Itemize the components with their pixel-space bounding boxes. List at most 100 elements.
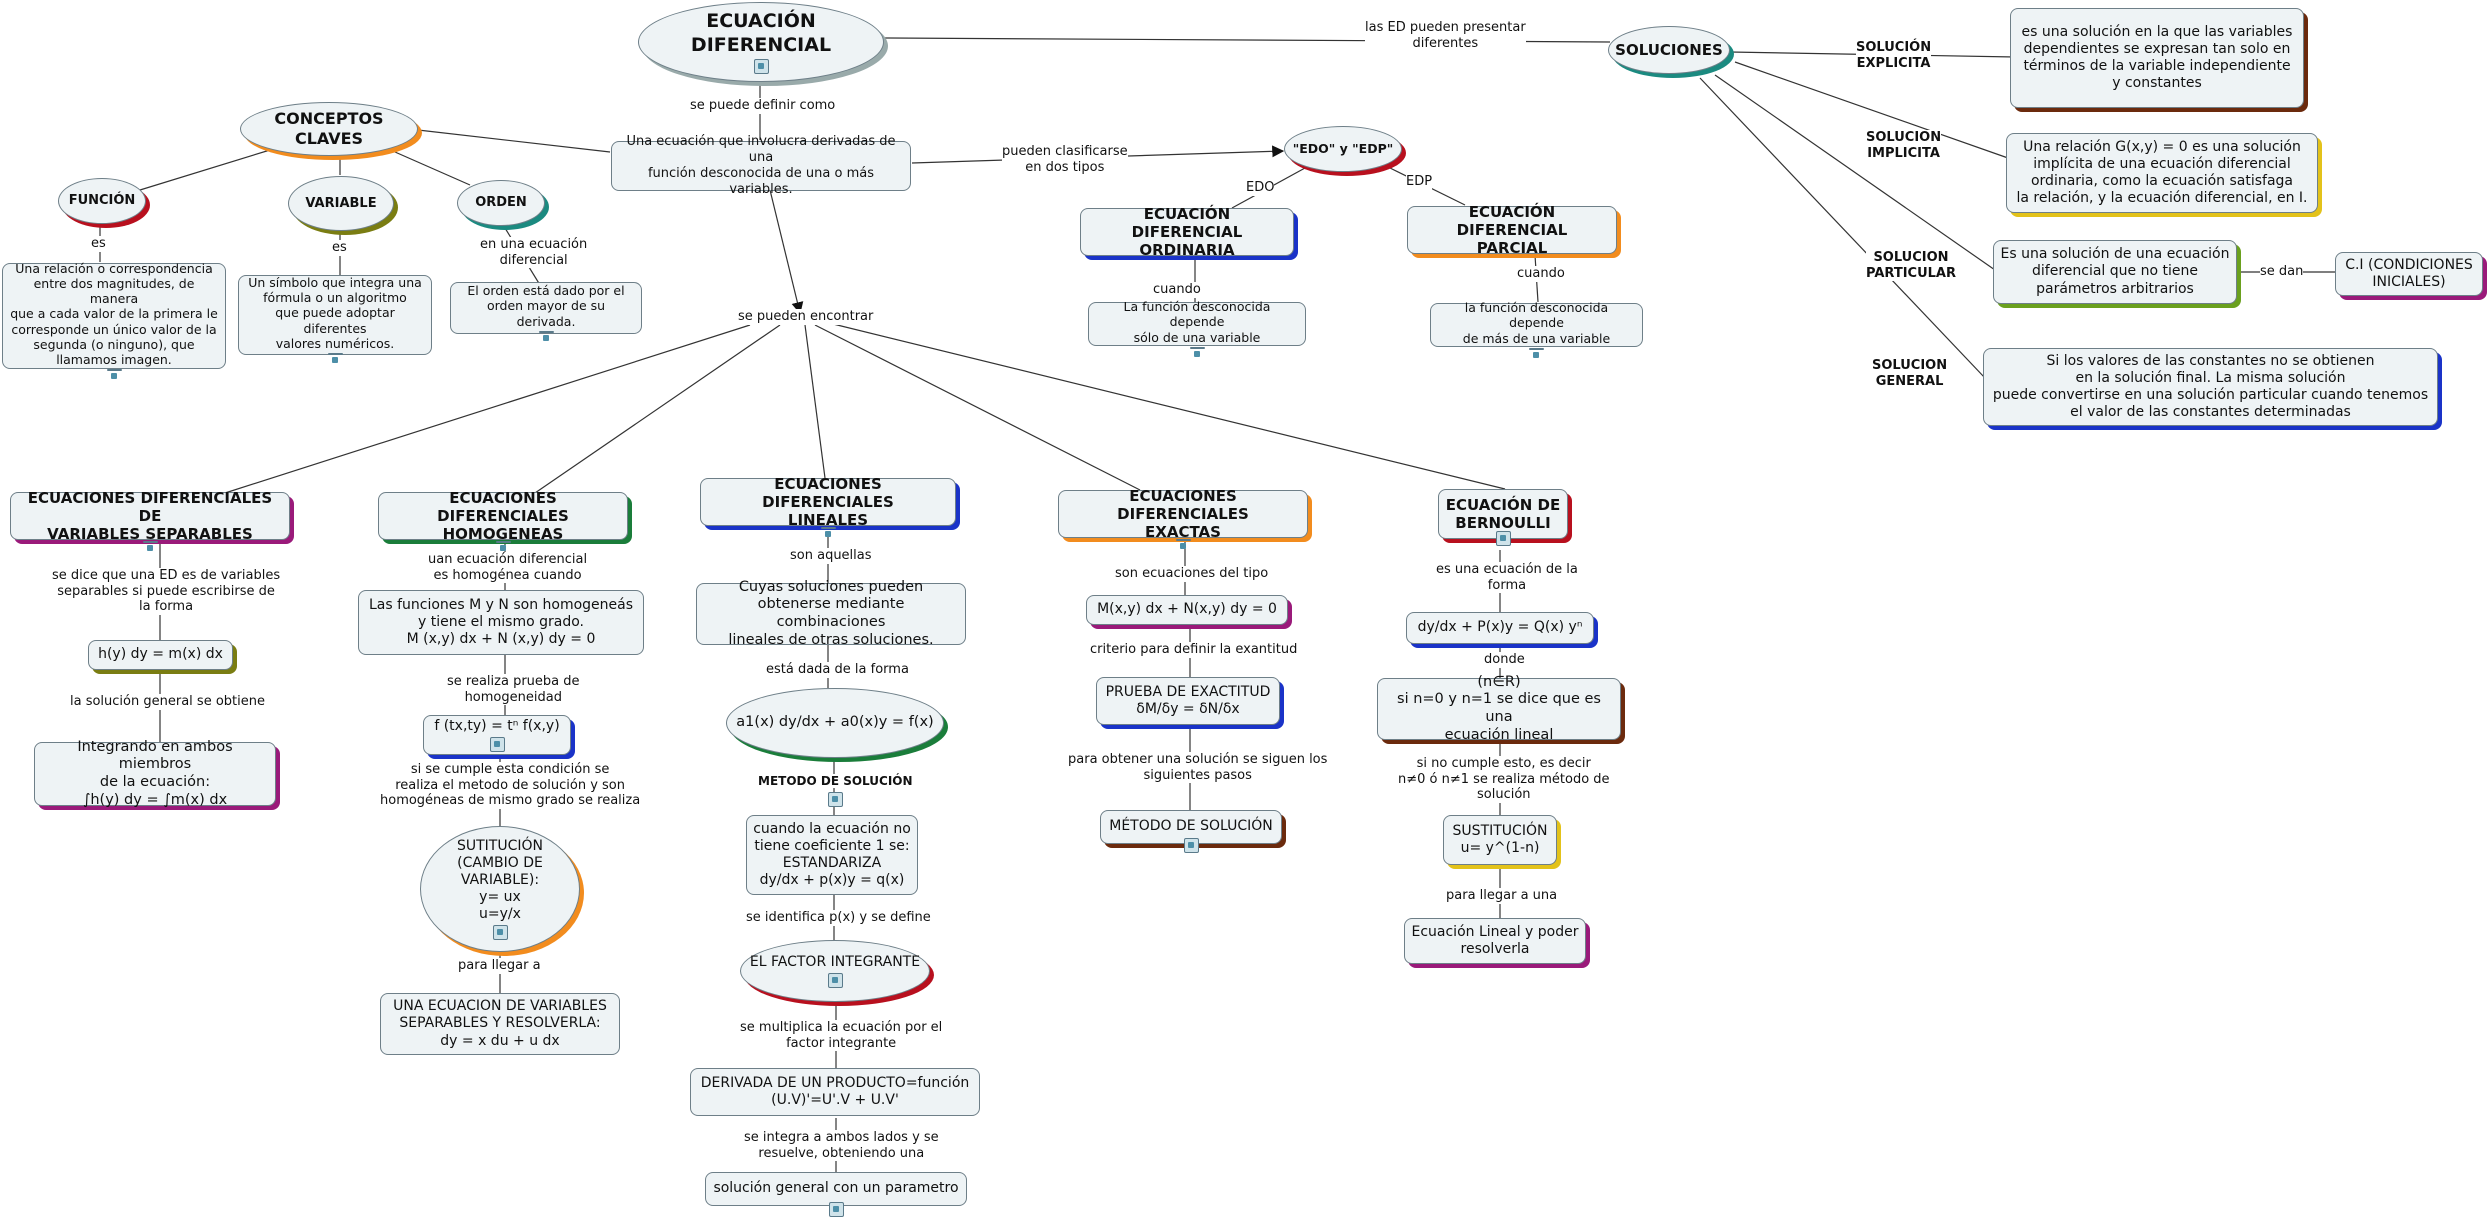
solutions-node[interactable]: SOLUCIONES — [1608, 26, 1730, 74]
function-definition[interactable]: Una relación o correspondencia entre dos… — [2, 261, 226, 380]
exactas-link-2: criterio para definir la exantitud — [1090, 642, 1298, 658]
edo-title: ECUACIÓN DIFERENCIAL ORDINARIA — [1131, 204, 1243, 260]
lineales-derivative[interactable]: DERIVADA DE UN PRODUCTO=función (U.V)'=U… — [690, 1068, 980, 1116]
attachment-icon[interactable] — [753, 58, 769, 74]
attachment-icon[interactable] — [1495, 531, 1511, 546]
link-label-orden: en una ecuación diferencial — [480, 237, 588, 269]
concepts-node[interactable]: CONCEPTOS CLAVES — [240, 102, 418, 156]
variable-title: VARIABLE — [305, 195, 377, 211]
bernoulli-link-4: para llegar a una — [1446, 888, 1558, 904]
bernoulli-condition-text: (n∈R) si n=0 y n=1 se dice que es una ec… — [1397, 673, 1601, 743]
attachment-icon[interactable] — [1183, 838, 1199, 853]
separables-result[interactable]: Integrando en ambos miembros de la ecuac… — [34, 739, 276, 808]
function-node[interactable]: FUNCIÓN — [58, 178, 146, 224]
edo-edp-title: "EDO" y "EDP" — [1292, 141, 1394, 157]
lineales-node[interactable]: ECUACIONES DIFERENCIALES LINEALES — [700, 475, 956, 538]
homogeneas-condition-text: Las funciones M y N son homogeneás y tie… — [368, 596, 634, 648]
concepts-title: CONCEPTOS CLAVES — [274, 109, 384, 148]
separables-equation[interactable]: h(y) dy = m(x) dx — [88, 640, 233, 670]
order-definition-text: El orden está dado por el orden mayor de… — [467, 283, 625, 329]
edp-node[interactable]: ECUACIÓN DIFERENCIAL PARCIAL — [1407, 203, 1617, 257]
variable-node[interactable]: VARIABLE — [288, 176, 394, 231]
lineales-result[interactable]: solución general con un parametro — [705, 1172, 967, 1206]
link-label-es-function: es — [91, 236, 106, 252]
bernoulli-substitution[interactable]: SUSTITUCIÓN u= y^(1-n) — [1443, 815, 1557, 865]
edp-definition[interactable]: la función desconocida depende de más de… — [1430, 300, 1643, 358]
definition-box[interactable]: Una ecuación que involucra derivadas de … — [611, 134, 911, 197]
homogeneas-title: ECUACIONES DIFERENCIALES HOMOGENEAS — [437, 488, 569, 544]
attachment-icon[interactable] — [489, 737, 505, 752]
exactas-method-text: MÉTODO DE SOLUCIÓN — [1109, 818, 1273, 835]
lineales-link-3: se identifica p(x) y se define — [746, 910, 931, 926]
particular-definition[interactable]: Es una solución de una ecuación diferenc… — [1993, 240, 2237, 304]
explicit-definition-text: es una solución en la que las variables … — [2021, 23, 2293, 92]
attachment-icon[interactable] — [327, 353, 343, 364]
link-label-se-dan: se dan — [2260, 264, 2304, 280]
lineales-definition-text: Cuyas soluciones pueden obtenerse median… — [728, 578, 934, 648]
lineales-link-2: está dada de la forma — [766, 662, 909, 678]
homogeneas-link-2: se realiza prueba de homogeneidad — [447, 674, 580, 706]
exactas-method[interactable]: MÉTODO DE SOLUCIÓN — [1100, 810, 1282, 853]
root-title: ECUACIÓN DIFERENCIAL — [690, 10, 832, 56]
lineales-link-1: son aquellas — [790, 548, 872, 564]
edo-definition[interactable]: La función desconocida depende sólo de u… — [1088, 299, 1306, 357]
attachment-icon[interactable] — [538, 330, 554, 341]
edo-definition-text: La función desconocida depende sólo de u… — [1123, 299, 1271, 345]
bernoulli-node[interactable]: ECUACIÓN DE BERNOULLI — [1438, 489, 1568, 546]
edo-node[interactable]: ECUACIÓN DIFERENCIAL ORDINARIA — [1080, 205, 1294, 259]
lineales-derivative-text: DERIVADA DE UN PRODUCTO=función (U.V)'=U… — [700, 1074, 970, 1108]
homogeneas-result[interactable]: UNA ECUACION DE VARIABLES SEPARABLES Y R… — [380, 993, 620, 1055]
solutions-title: SOLUCIONES — [1615, 40, 1723, 59]
lineales-definition[interactable]: Cuyas soluciones pueden obtenerse median… — [696, 579, 966, 648]
bernoulli-equation[interactable]: dy/dx + P(x)y = Q(x) yⁿ — [1406, 612, 1594, 644]
exactas-node[interactable]: ECUACIONES DIFERENCIALES EXACTAS — [1058, 487, 1308, 550]
implicit-definition[interactable]: Una relación G(x,y) = 0 es una solución … — [2006, 133, 2318, 213]
separables-node[interactable]: ECUACIONES DIFERENCIALES DE VARIABLES SE… — [10, 489, 290, 552]
function-title: FUNCIÓN — [68, 193, 136, 209]
attachment-icon[interactable] — [495, 541, 511, 552]
exactas-title: ECUACIONES DIFERENCIALES EXACTAS — [1117, 486, 1249, 542]
attachment-icon[interactable] — [106, 369, 122, 380]
bernoulli-link-1: es una ecuación de la forma — [1436, 562, 1578, 594]
variable-definition[interactable]: Un símbolo que integra una fórmula o un … — [238, 275, 432, 364]
attachment-icon[interactable] — [829, 1202, 844, 1217]
attachment-icon[interactable] — [1529, 347, 1544, 358]
lineales-factor-text: EL FACTOR INTEGRANTE — [749, 953, 921, 970]
bernoulli-result[interactable]: Ecuación Lineal y poder resolverla — [1404, 918, 1586, 964]
root-node[interactable]: ECUACIÓN DIFERENCIAL — [638, 2, 884, 82]
attachment-icon[interactable] — [1175, 539, 1191, 550]
label-implicit: SOLUCION IMPLICITA — [1866, 130, 1942, 162]
edo-edp-node[interactable]: "EDO" y "EDP" — [1284, 126, 1402, 172]
link-label-cuando-edp: cuando — [1517, 266, 1565, 282]
exactas-test[interactable]: PRUEBA DE EXACTITUD δM/δy = δN/δx — [1096, 677, 1280, 725]
homogeneas-node[interactable]: ECUACIONES DIFERENCIALES HOMOGENEAS — [378, 489, 628, 552]
bernoulli-condition[interactable]: (n∈R) si n=0 y n=1 se dice que es una ec… — [1377, 674, 1621, 743]
attachment-icon[interactable] — [1189, 346, 1205, 357]
separables-equation-text: h(y) dy = m(x) dx — [98, 646, 223, 663]
lineales-link-4: se multiplica la ecuación por el factor … — [740, 1020, 943, 1052]
edp-title: ECUACIÓN DIFERENCIAL PARCIAL — [1456, 202, 1568, 258]
explicit-definition[interactable]: es una solución en la que las variables … — [2010, 8, 2304, 108]
exactas-link-1: son ecuaciones del tipo — [1115, 566, 1269, 582]
attachment-icon[interactable] — [142, 541, 158, 552]
order-definition[interactable]: El orden está dado por el orden mayor de… — [450, 282, 642, 341]
attachment-icon[interactable] — [492, 925, 508, 941]
exactas-equation[interactable]: M(x,y) dx + N(x,y) dy = 0 — [1086, 595, 1288, 625]
attachment-icon[interactable] — [828, 792, 843, 807]
homogeneas-substitution[interactable]: SUTITUCIÓN (CAMBIO DE VARIABLE): y= ux u… — [420, 826, 580, 952]
lineales-form-text: a1(x) dy/dx + a0(x)y = f(x) — [736, 714, 934, 731]
order-title: ORDEN — [475, 195, 527, 211]
bernoulli-link-2: donde — [1484, 652, 1525, 668]
attachment-icon[interactable] — [827, 973, 843, 989]
lineales-form[interactable]: a1(x) dy/dx + a0(x)y = f(x) — [726, 688, 944, 758]
general-definition[interactable]: Si los valores de las constantes no se o… — [1983, 348, 2438, 426]
lineales-standardize[interactable]: cuando la ecuación no tiene coeficiente … — [746, 815, 918, 895]
implicit-definition-text: Una relación G(x,y) = 0 es una solución … — [2016, 138, 2308, 207]
bernoulli-link-3: si no cumple esto, es decir n≠0 ó n≠1 se… — [1398, 756, 1610, 803]
lineales-factor[interactable]: EL FACTOR INTEGRANTE — [740, 940, 930, 1002]
attachment-icon[interactable] — [820, 527, 836, 538]
initial-conditions[interactable]: C.I (CONDICIONES INICIALES) — [2335, 252, 2483, 296]
order-node[interactable]: ORDEN — [457, 180, 545, 226]
homogeneas-condition[interactable]: Las funciones M y N son homogeneás y tie… — [358, 590, 644, 655]
homogeneas-test[interactable]: f (tx,ty) = tⁿ f(x,y) — [423, 715, 571, 755]
